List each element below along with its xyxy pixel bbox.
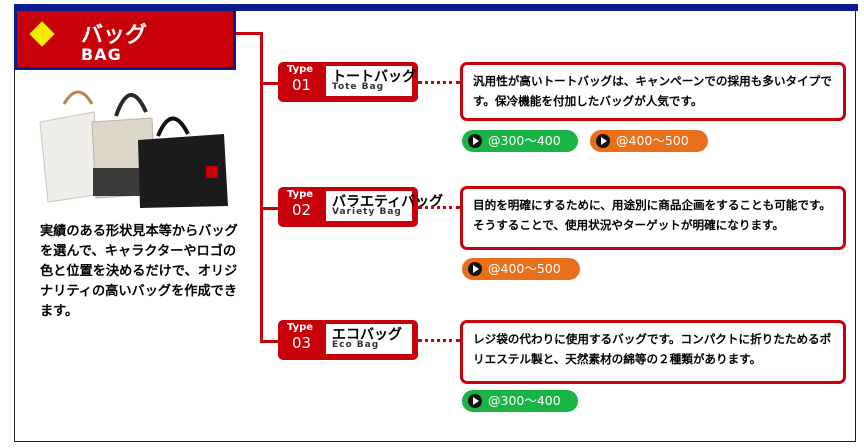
play-icon [468, 262, 482, 276]
top-rule [14, 4, 858, 11]
price-pill: @300～400 [462, 390, 578, 412]
type-02-description: 目的を明確にするために、用途別に商品企画をすることも可能です。そうすることで、使… [460, 186, 846, 250]
type-03-description: レジ袋の代わりに使用するバッグです。コンパクトに折りたためるポリエステル製と、天… [460, 320, 846, 384]
connector-type-03 [260, 340, 278, 343]
type-01-description: 汎用性が高いトートバッグは、キャンペーンでの採用も多いタイプです。保冷機能を付加… [460, 62, 846, 121]
type-number: 01 [292, 76, 312, 94]
intro-text: 実績のある形状見本等からバッグを選んで、キャラクターやロゴの色と位置を決めるだけ… [40, 224, 238, 319]
section-title-jp: バッグ [81, 23, 148, 48]
price-text: @400～500 [488, 261, 561, 276]
type-number: 02 [292, 201, 312, 219]
connector-header [236, 32, 262, 35]
price-text: @400～500 [616, 133, 689, 148]
price-pill: @400～500 [462, 258, 580, 280]
type-name-jp: バラエティバッグ [332, 194, 444, 210]
play-icon [468, 394, 482, 408]
type-name-box: トートバッグ Tote Bag [326, 66, 416, 96]
type-name-box: エコバッグ Eco Bag [326, 324, 412, 354]
type-name-en: Eco Bag [332, 340, 380, 350]
bags-photo [39, 90, 228, 208]
price-pill: @300～400 [462, 130, 578, 152]
section-header: バッグ BAG [14, 8, 236, 70]
type-name-en: Tote Bag [332, 82, 385, 92]
type-label: Type [287, 189, 314, 200]
dotted-connector [418, 206, 460, 209]
play-icon [596, 134, 610, 148]
type-name-jp: エコバッグ [332, 327, 402, 343]
dotted-connector [418, 339, 460, 342]
connector-type-02 [260, 207, 278, 210]
diamond-icon [29, 21, 55, 47]
price-text: @300～400 [488, 133, 561, 148]
section-title-en: BAG [81, 45, 122, 64]
price-text: @300～400 [488, 393, 561, 408]
type-label: Type [287, 64, 314, 75]
type-03-badge: Type 03 エコバッグ Eco Bag [278, 320, 418, 360]
type-02-badge: Type 02 バラエティバッグ Variety Bag [278, 187, 443, 227]
type-label: Type [287, 322, 314, 333]
type-name-jp: トートバッグ [332, 69, 416, 85]
dotted-connector [418, 81, 460, 84]
play-icon [468, 134, 482, 148]
type-name-box: バラエティバッグ Variety Bag [326, 191, 443, 221]
type-name-en: Variety Bag [332, 207, 402, 217]
connector-type-01 [260, 82, 278, 85]
connector-vertical [260, 32, 263, 342]
type-number: 03 [292, 334, 312, 352]
type-01-badge: Type 01 トートバッグ Tote Bag [278, 62, 418, 102]
price-pill: @400～500 [590, 130, 708, 152]
